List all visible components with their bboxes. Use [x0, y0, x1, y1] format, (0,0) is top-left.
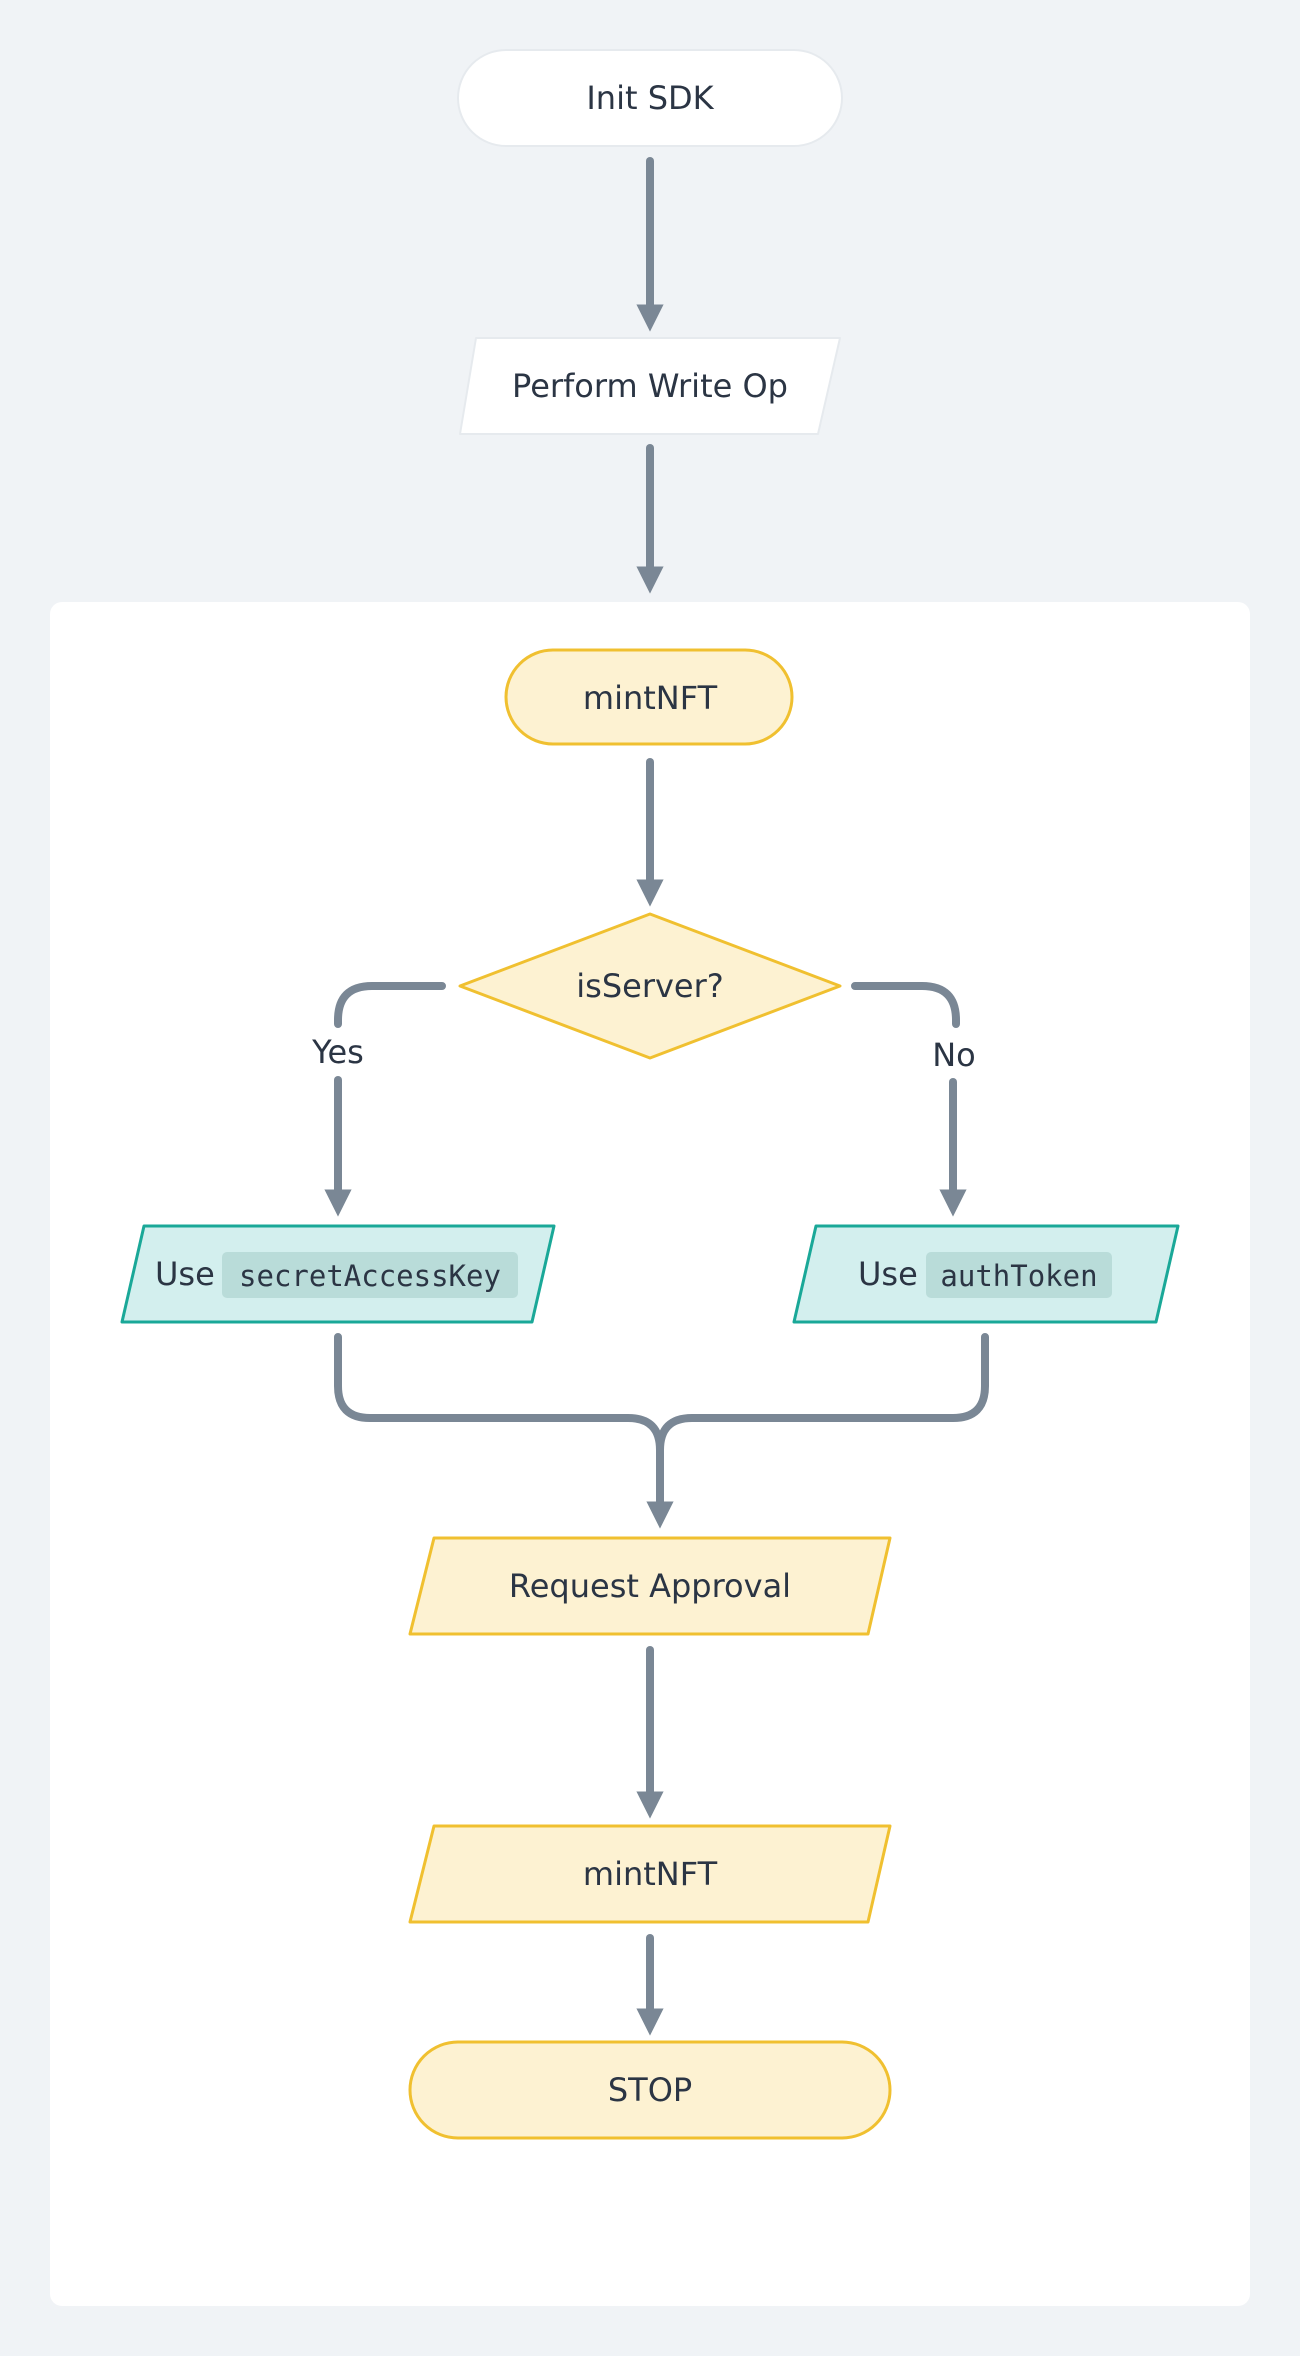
node-init-sdk[interactable] — [457, 49, 843, 147]
node-perform-write-op-label: Perform Write Op — [512, 367, 788, 405]
node-use-secret-prefix: Use — [155, 1255, 215, 1293]
node-init-sdk-label: Init SDK — [586, 79, 714, 117]
edge-token-to-merge — [646, 1333, 989, 1529]
node-is-server-decision[interactable] — [458, 912, 842, 1060]
code-chip-secret — [222, 1252, 518, 1298]
node-use-token-prefix: Use — [858, 1255, 918, 1293]
edge-secret-to-merge — [334, 1333, 664, 1454]
node-request-approval[interactable] — [408, 1536, 892, 1636]
edge-decision-no-branch-top — [851, 982, 960, 1028]
code-secret-access-key: secretAccessKey — [239, 1259, 501, 1293]
code-chip-token — [926, 1252, 1112, 1298]
node-is-server-label: isServer? — [576, 967, 723, 1005]
node-stop-label: STOP — [608, 2071, 692, 2109]
node-mint-nft[interactable] — [408, 1824, 892, 1924]
code-auth-token: authToken — [940, 1259, 1097, 1293]
node-mint-nft-label: mintNFT — [583, 1855, 718, 1893]
mint-nft-group-panel — [50, 602, 1250, 2306]
edge-label-yes: Yes — [311, 1033, 364, 1071]
node-perform-write-op[interactable] — [459, 337, 841, 435]
node-stop[interactable] — [408, 2040, 892, 2140]
node-mint-nft-start[interactable] — [504, 648, 794, 746]
node-mint-nft-start-label: mintNFT — [583, 679, 718, 717]
edge-decision-yes-branch-top — [334, 982, 446, 1028]
node-request-approval-label: Request Approval — [509, 1567, 791, 1605]
edge-label-no: No — [932, 1036, 976, 1074]
